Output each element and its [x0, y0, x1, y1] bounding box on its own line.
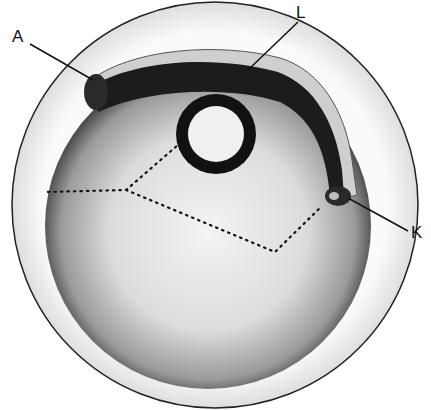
dotted-boundary	[45, 138, 322, 252]
chorion	[12, 2, 418, 408]
head-region	[84, 74, 108, 110]
epidermis	[88, 50, 357, 200]
embryo-body	[92, 62, 344, 196]
part-label: A	[12, 28, 23, 45]
tail-bud	[325, 186, 351, 206]
leader-line	[348, 198, 408, 231]
part-label: L	[296, 4, 305, 21]
leader-line	[248, 22, 298, 70]
optic-cup	[176, 94, 256, 174]
leader-line	[30, 44, 93, 80]
lens	[188, 106, 244, 162]
part-label: K	[411, 224, 422, 241]
kupffer-vesicle	[329, 192, 339, 200]
